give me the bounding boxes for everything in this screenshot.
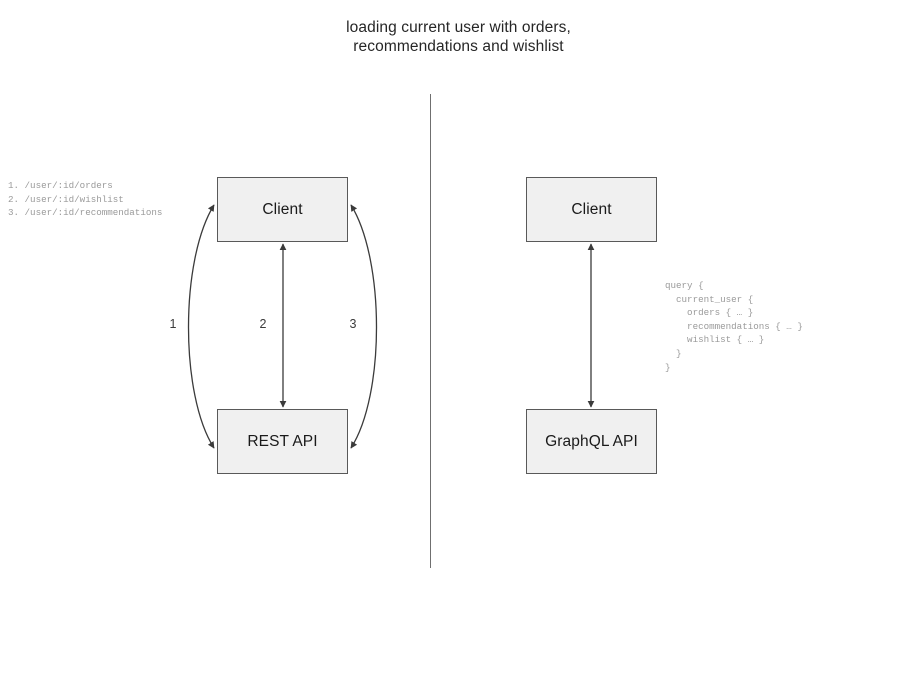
node-rest-api[interactable]: REST API [217,409,348,474]
edge-label-2: 2 [259,317,267,331]
diagram-title: loading current user with orders, recomm… [0,18,917,56]
edge-label-3: 3 [349,317,357,331]
edge-label-1: 1 [169,317,177,331]
node-graphql-api-label: GraphQL API [545,432,638,450]
graphql-query-block: query { current_user { orders { … } reco… [665,280,803,373]
vertical-separator [430,94,432,568]
node-graphql-client[interactable]: Client [526,177,657,242]
title-line-2: recommendations and wishlist [353,38,564,55]
node-rest-client-label: Client [262,200,303,218]
node-graphql-api[interactable]: GraphQL API [526,409,657,474]
node-graphql-client-label: Client [571,200,612,218]
rest-endpoints-list: 1. /user/:id/orders 2. /user/:id/wishlis… [8,180,163,219]
node-rest-client[interactable]: Client [217,177,348,242]
edge-1-path [187,204,215,449]
title-line-1: loading current user with orders, [346,19,571,36]
node-rest-api-label: REST API [247,432,318,450]
